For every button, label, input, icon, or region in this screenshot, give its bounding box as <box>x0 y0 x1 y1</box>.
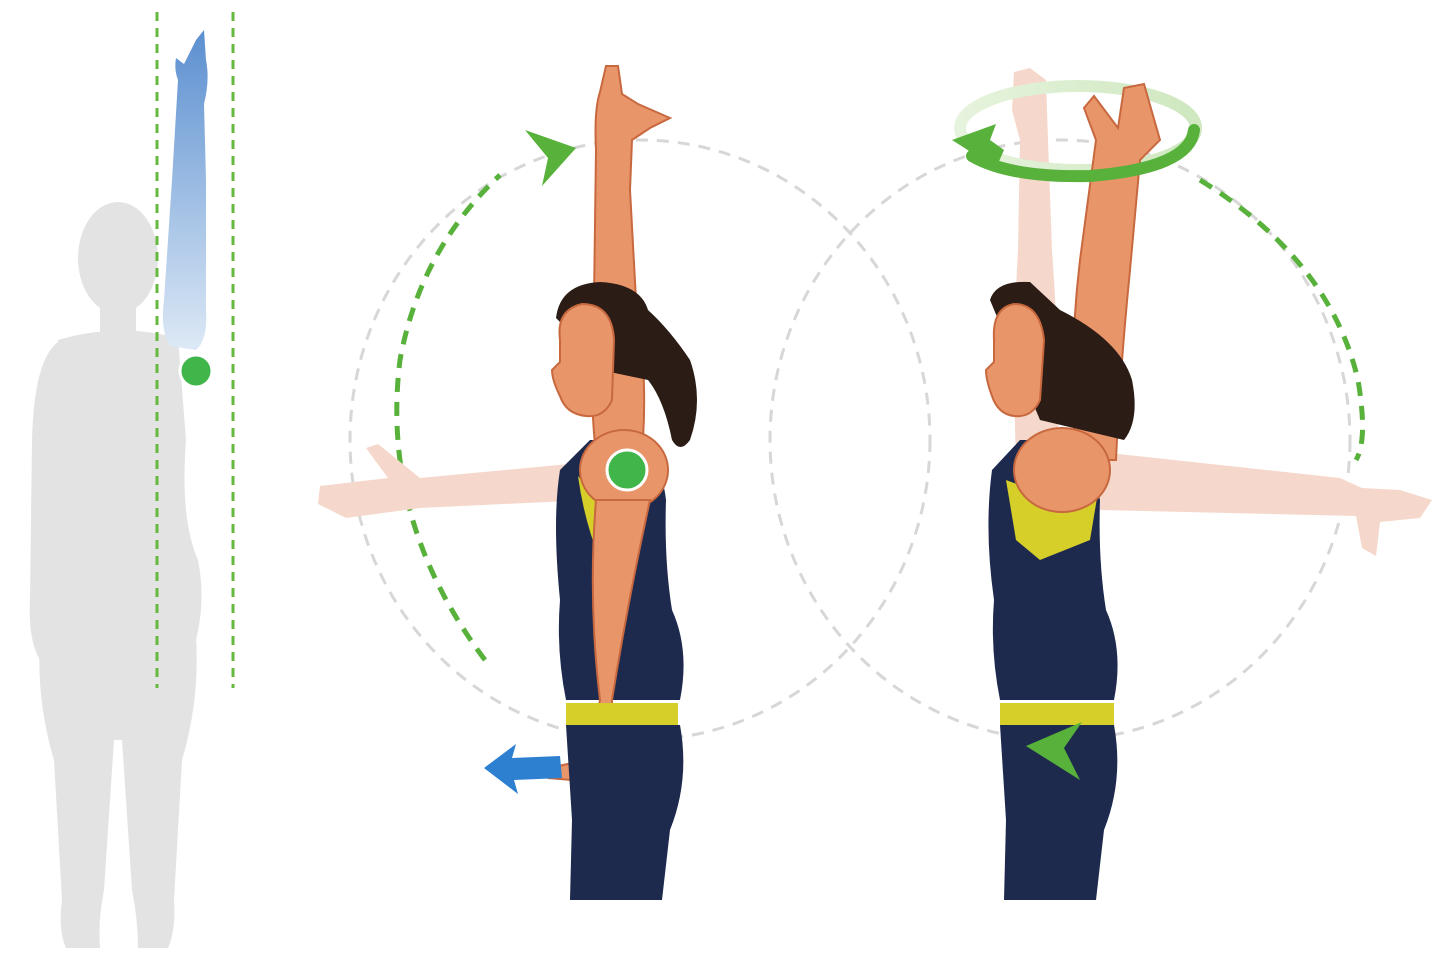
shoulder-deltoid-front <box>1014 428 1110 512</box>
silhouette-head <box>78 202 158 314</box>
shoulder-joint-green-dot-icon <box>180 355 212 387</box>
flexion-arrowhead-icon <box>525 130 576 186</box>
belt-band <box>566 703 678 725</box>
face <box>552 304 614 416</box>
panel-silhouette-reference <box>30 12 233 948</box>
ghost-arm-horizontal <box>318 444 590 518</box>
flexion-arc-dashed <box>397 175 500 660</box>
panel-shoulder-flexion <box>318 66 697 900</box>
ghost-arm-horizontal-right <box>1100 452 1432 556</box>
panel-shoulder-rotation <box>952 68 1432 900</box>
silhouette-legs <box>39 636 196 948</box>
shoulder-joint-green-dot-icon-2 <box>607 450 647 490</box>
legs <box>566 725 683 900</box>
abduction-arc-dashed <box>1200 180 1363 460</box>
belt-band-front <box>1000 703 1114 725</box>
raised-arm-blue <box>163 30 208 350</box>
motion-orbits <box>350 140 1350 740</box>
backward-arrow-left-icon <box>484 744 562 794</box>
face-front <box>986 304 1044 416</box>
